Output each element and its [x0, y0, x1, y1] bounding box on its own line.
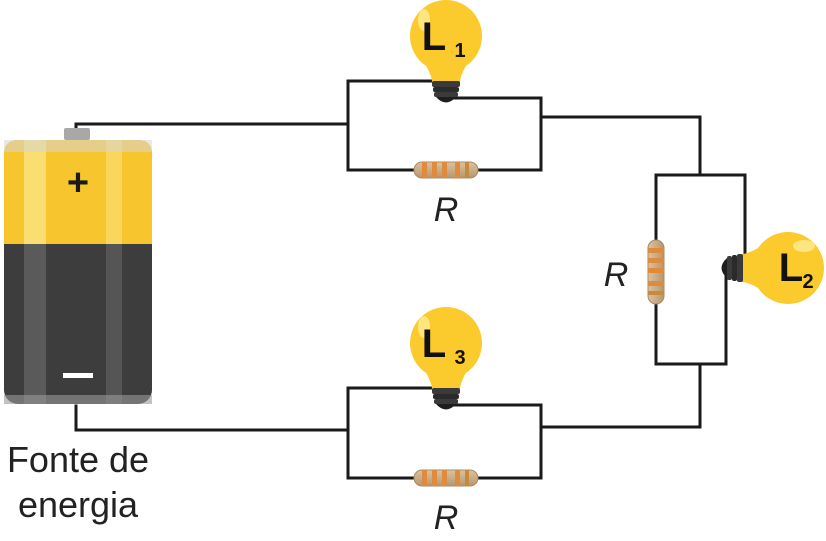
positive-sign: +: [67, 162, 89, 204]
lamp-l2: L 2: [721, 232, 824, 304]
lamp-l3: L 3: [410, 307, 482, 410]
lamp-l1-letter: L: [422, 15, 446, 59]
resistor-right-label: R: [604, 256, 629, 294]
source-label-line1: Fonte de: [7, 439, 149, 480]
resistor-right: [646, 230, 666, 314]
battery: +: [4, 128, 152, 404]
resistor-bottom-label: R: [434, 499, 459, 537]
negative-sign: [63, 373, 93, 378]
resistor-top-label: R: [434, 191, 459, 229]
resistor-top: [404, 160, 488, 180]
lamp-l3-letter: L: [422, 322, 446, 366]
lamp-l3-index: 3: [454, 347, 465, 369]
battery-terminal: [64, 128, 90, 140]
lamp-l1: L 1: [410, 0, 482, 103]
lamp-l1-index: 1: [454, 40, 465, 62]
wires: [74, 79, 747, 480]
lamp-l2-letter: L: [779, 246, 803, 290]
lamp-l2-index: 2: [802, 271, 813, 293]
resistor-bottom: [404, 468, 488, 488]
source-label-line2: energia: [18, 484, 139, 525]
